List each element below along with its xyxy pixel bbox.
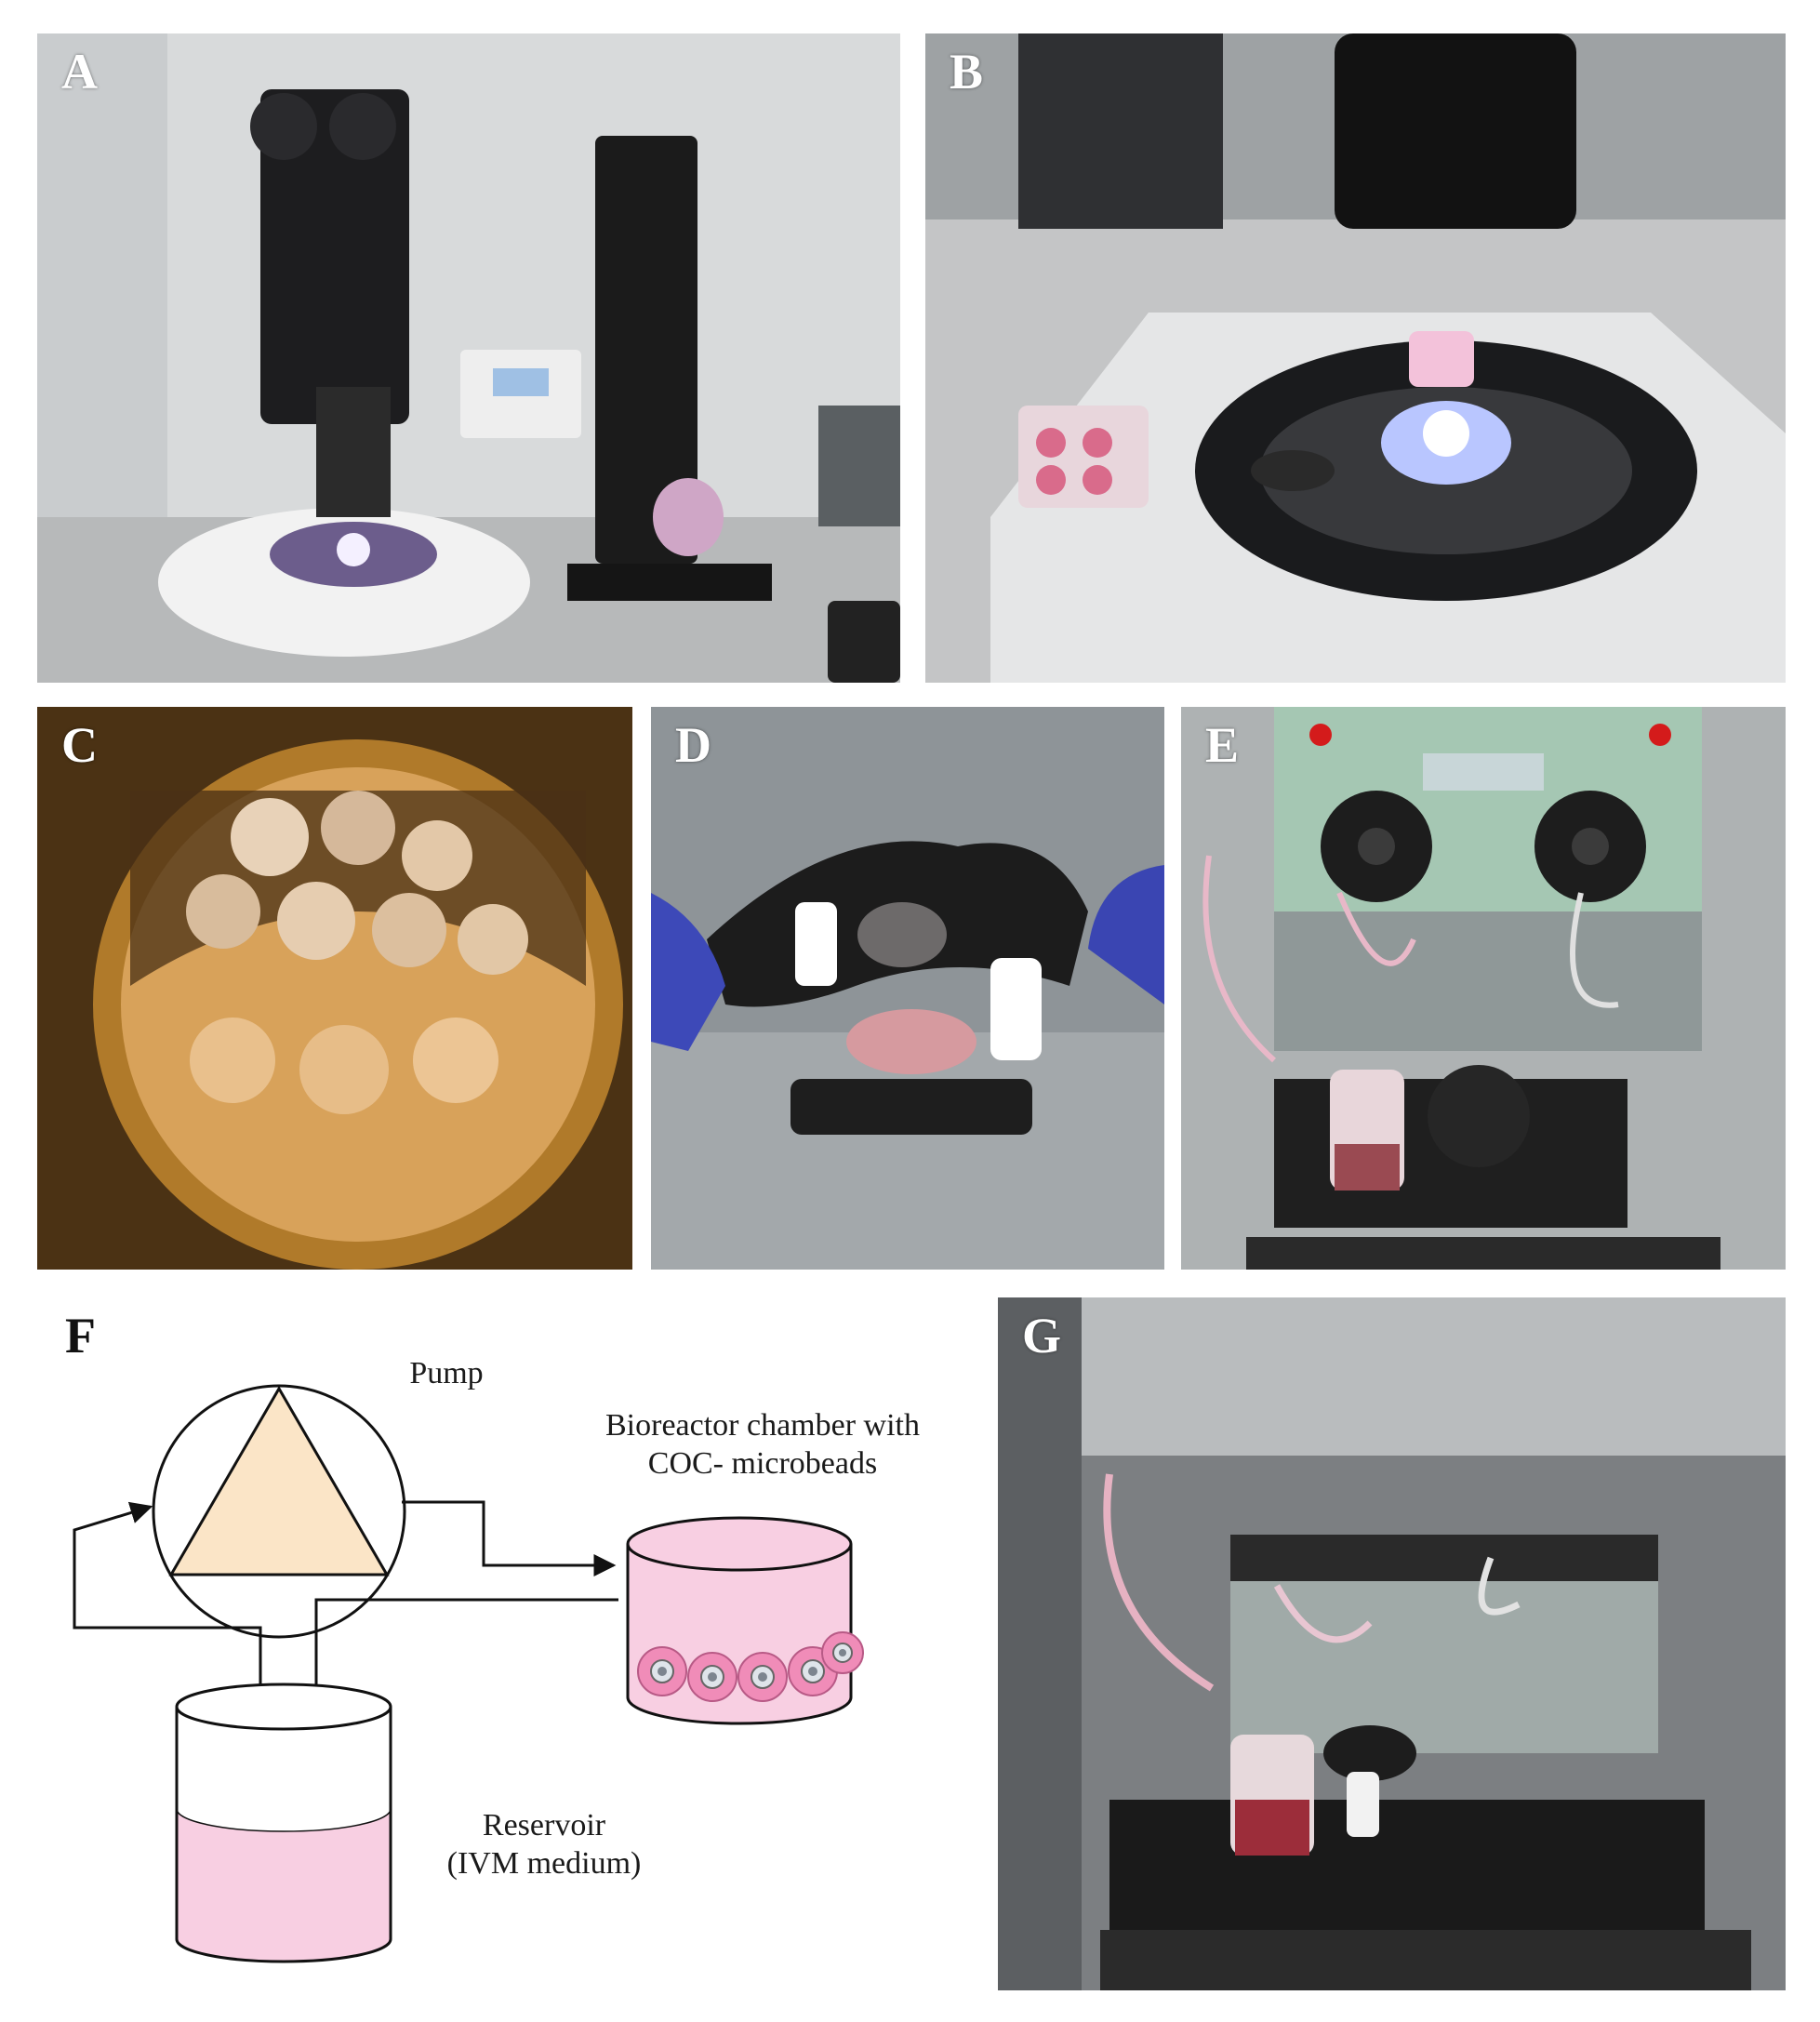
reservoir-label-line2: (IVM medium) — [446, 1845, 642, 1881]
panel-e-label: E — [1205, 717, 1240, 773]
peristaltic-pump-image — [1181, 707, 1786, 1270]
pump-label: Pump — [409, 1356, 484, 1390]
panel-a-microscope-photo: A — [37, 33, 900, 683]
reservoir-label-line1: Reservoir — [482, 1808, 606, 1842]
microbead — [687, 1652, 737, 1702]
bioreactor-chamber-label-line1: Bioreactor chamber with — [605, 1408, 920, 1443]
panel-f-schematic: F Pump Bioreactor chamber with COC- micr… — [37, 1297, 967, 1986]
panel-c-microbeads-photo: C — [37, 707, 632, 1270]
panel-e-pump-photo: E — [1181, 707, 1786, 1270]
panel-c-label: C — [61, 717, 98, 773]
pump-in-incubator-image — [998, 1297, 1786, 1990]
flow-circuit-diagram — [73, 1384, 864, 1963]
microbeads-in-well-image — [37, 707, 632, 1270]
microscope-setup-image — [37, 33, 900, 683]
bioreactor-chamber-image — [651, 707, 1164, 1270]
microbead — [737, 1652, 788, 1702]
reservoir-label: Reservoir (IVM medium) — [405, 1807, 684, 1883]
panel-d-label: D — [675, 717, 711, 773]
reservoir-shape — [175, 1683, 392, 1963]
panel-f-label: F — [65, 1308, 96, 1364]
microbead — [821, 1631, 864, 1674]
microbeads-group — [637, 1631, 864, 1702]
pump-to-chamber-tube — [402, 1500, 617, 1576]
panel-g-label: G — [1022, 1308, 1062, 1364]
pump-triangle — [168, 1386, 390, 1576]
panel-b-label: B — [950, 44, 984, 100]
reservoir-to-pump-tube — [73, 1501, 262, 1693]
panel-g-incubator-photo: G — [998, 1297, 1786, 1990]
panel-a-label: A — [61, 44, 98, 100]
bioreactor-on-stage-image — [925, 33, 1786, 683]
panel-d-chamber-photo: D — [651, 707, 1164, 1270]
microbead — [637, 1646, 687, 1696]
bioreactor-chamber-label: Bioreactor chamber with COC- microbeads — [567, 1407, 958, 1483]
chamber-to-reservoir-tube — [314, 1598, 618, 1693]
bioreactor-chamber-label-line2: COC- microbeads — [647, 1445, 878, 1481]
panel-b-stage-photo: B — [925, 33, 1786, 683]
